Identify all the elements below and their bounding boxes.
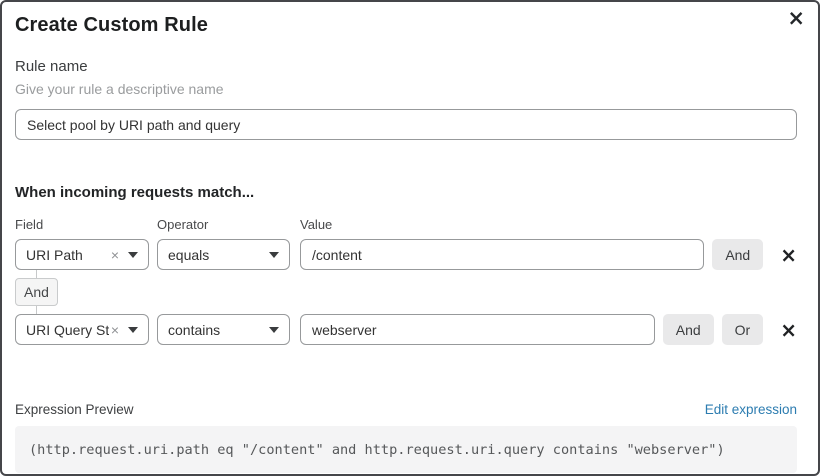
delete-row-icon[interactable]: × [780,242,797,267]
rule-name-label: Rule name [15,58,88,75]
connector-line-top [36,270,37,278]
field-select[interactable]: URI Path × [15,239,149,270]
expression-preview-header: Expression Preview Edit expression [15,402,797,417]
and-connector-badge: And [15,278,58,306]
operator-select-value: equals [168,246,210,263]
rule-name-hint: Give your rule a descriptive name [15,81,224,97]
operator-select[interactable]: contains [157,314,290,345]
column-labels: Field Operator Value [15,217,797,232]
value-input[interactable] [300,314,655,345]
column-field-label: Field [15,217,44,232]
and-button[interactable]: And [712,239,764,270]
and-button[interactable]: And [662,314,714,345]
match-heading: When incoming requests match... [15,184,255,201]
operator-select[interactable]: equals [157,239,290,270]
chevron-down-icon [128,326,138,333]
delete-row-icon[interactable]: × [780,317,797,342]
condition-row-2: URI Query St... × contains And Or × [15,314,797,345]
page-title: Create Custom Rule [15,14,208,36]
value-input[interactable] [300,239,705,270]
chevron-down-icon [269,326,279,333]
chevron-down-icon [128,251,138,258]
condition-connector: And [15,270,797,314]
column-operator-label: Operator [157,217,209,232]
clear-icon[interactable]: × [110,246,119,263]
clear-icon[interactable]: × [110,321,119,338]
chevron-down-icon [269,251,279,258]
operator-select-value: contains [168,321,221,338]
expression-code: (http.request.uri.path eq "/content" and… [29,441,725,458]
rule-name-input[interactable] [15,109,797,140]
connector-line-bottom [36,306,37,314]
field-select-value: URI Query St... [26,321,109,338]
field-select-value: URI Path [26,246,83,263]
close-icon[interactable]: × [787,6,805,30]
expression-preview-box: (http.request.uri.path eq "/content" and… [15,426,797,473]
expression-preview-label: Expression Preview [15,402,134,417]
edit-expression-link[interactable]: Edit expression [704,402,797,417]
or-button[interactable]: Or [721,314,764,345]
condition-row-1: URI Path × equals And × [15,239,797,270]
field-select[interactable]: URI Query St... × [15,314,149,345]
column-value-label: Value [300,217,333,232]
